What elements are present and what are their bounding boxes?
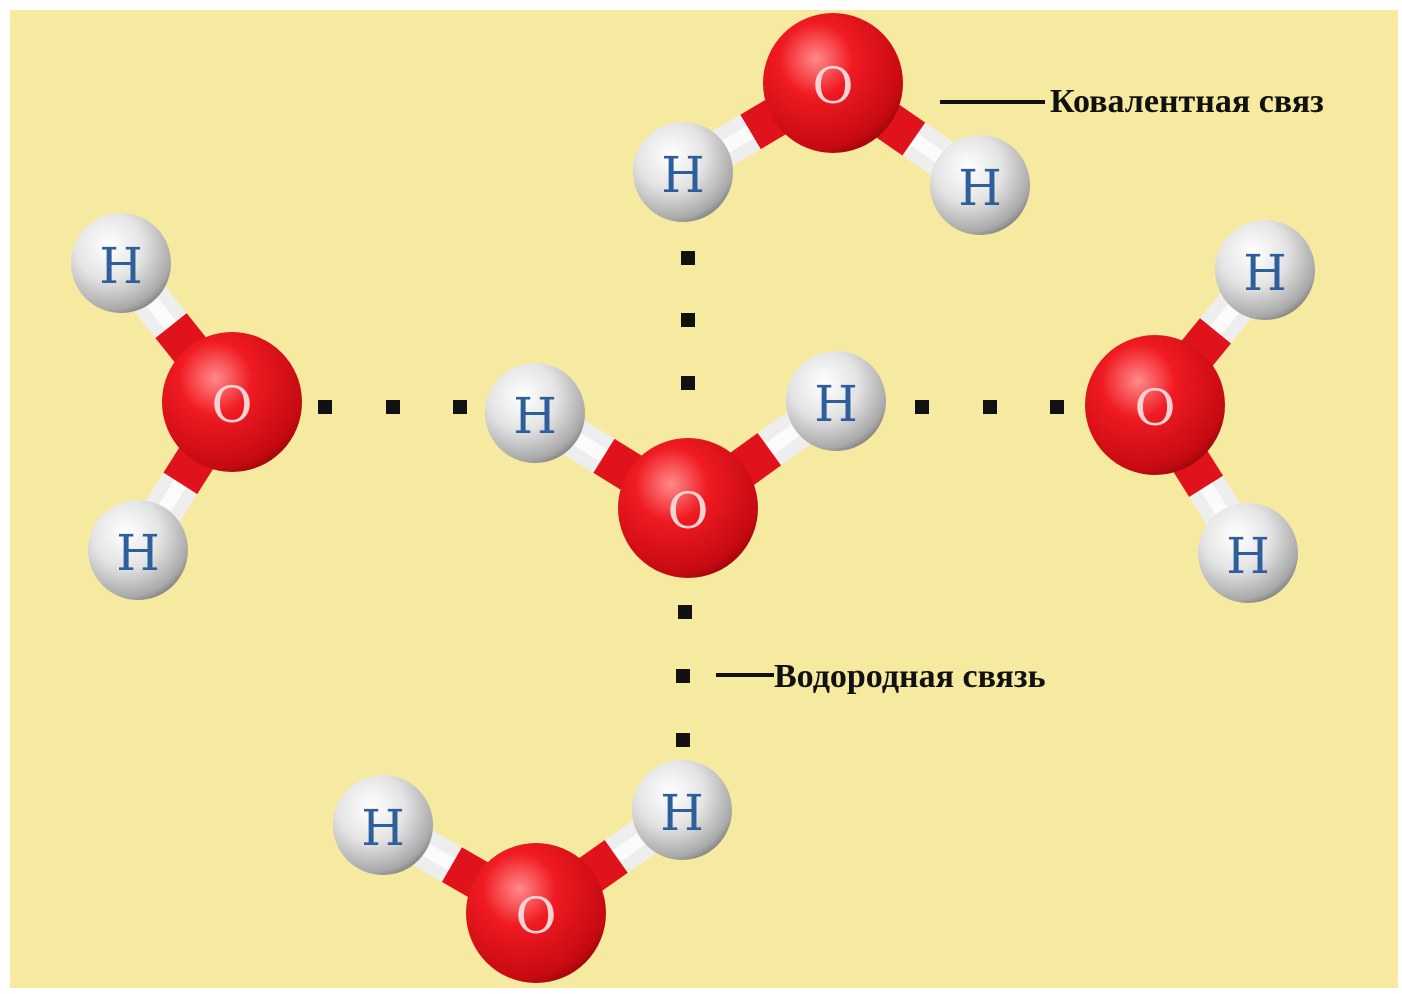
hydrogen-atom-top-2: H [930,135,1030,235]
hydrogen-bond-dot-12 [676,733,690,747]
covalent-bond-label: Ковалентная связ [1050,83,1324,120]
hydrogen-label: H [99,237,143,295]
oxygen-label: O [1135,379,1176,437]
hydrogen-label: H [814,375,858,433]
hydrogen-bond-dot-3 [453,400,467,414]
hydrogen-atom-right-2: H [1198,503,1298,603]
hydrogen-label: H [661,146,705,204]
hydrogen-bond-dot-9 [681,376,695,390]
hydrogen-label: H [1243,244,1287,302]
hydrogen-atom-right-1: H [1215,220,1315,320]
hydrogen-bond-dot-8 [681,313,695,327]
hydrogen-label: H [1226,527,1270,585]
hydrogen-bond-dot-6 [1050,400,1064,414]
oxygen-label: O [668,482,709,540]
hydrogen-label: H [660,784,704,842]
oxygen-atom-center: O [618,438,758,578]
hydrogen-atom-left-1: H [71,213,171,313]
hydrogen-bond-dot-11 [676,669,690,683]
oxygen-atom-top: O [763,13,903,153]
oxygen-atom-left: O [162,332,302,472]
hydrogen-label: H [513,387,557,445]
oxygen-label: O [516,887,557,945]
covalent-bond-annotation: Ковалентная связ [940,83,1324,120]
hydrogen-atom-top-1: H [633,122,733,222]
hydrogen-bond-dot-7 [681,251,695,265]
oxygen-atom-bottom: O [466,843,606,983]
hydrogen-bond-dot-10 [678,605,692,619]
oxygen-label: O [212,376,253,434]
atoms: H H O H H O H H O H H O H H O [71,13,1315,983]
hydrogen-atom-center-1: H [485,363,585,463]
hydrogen-label: H [958,159,1002,217]
hydrogen-label: H [361,799,405,857]
hydrogen-bond-annotation: Водородная связь [716,658,1046,695]
hydrogen-bond-dot-4 [915,400,929,414]
hydrogen-atom-center-2: H [786,351,886,451]
hydrogen-atom-bottom-2: H [632,760,732,860]
hydrogen-bond-dot-2 [386,400,400,414]
hydrogen-atom-left-2: H [88,500,188,600]
hydrogen-bonds [318,251,1064,747]
hydrogen-bond-dot-5 [983,400,997,414]
hydrogen-atom-bottom-1: H [333,775,433,875]
hydrogen-bond-label: Водородная связь [774,658,1046,695]
hydrogen-bond-dot-1 [318,400,332,414]
oxygen-label: O [813,57,854,115]
oxygen-atom-right: O [1085,335,1225,475]
hydrogen-label: H [116,524,160,582]
